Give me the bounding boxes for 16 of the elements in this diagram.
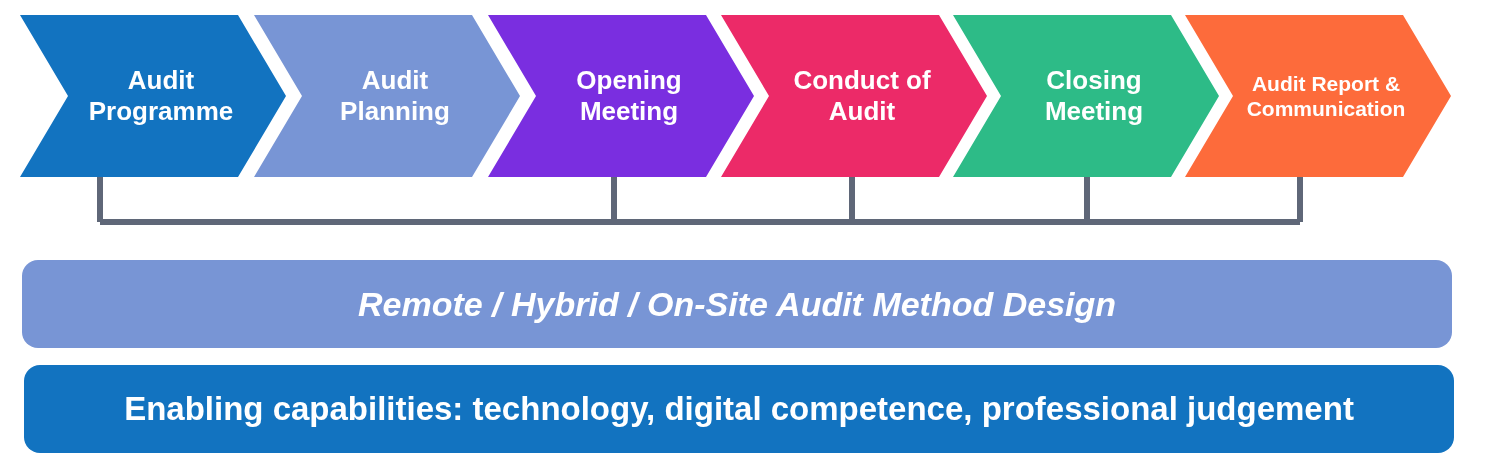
step-label: Conduct of Audit — [792, 64, 932, 128]
chevron-step — [1185, 15, 1451, 177]
step-label: Opening Meeting — [575, 64, 683, 128]
chevron-step — [254, 15, 520, 177]
chevron-step — [721, 15, 987, 177]
chevron-step — [488, 15, 754, 177]
chevron-step — [953, 15, 1219, 177]
chevron-step — [20, 15, 286, 177]
capabilities-band — [24, 365, 1454, 453]
step-label: Audit Planning — [339, 64, 451, 128]
band-text: Enabling capabilities: technology, digital competence, professional judgement — [124, 390, 1354, 428]
step-label: Audit Programme — [87, 64, 235, 128]
method-band — [22, 260, 1452, 348]
step-label: Audit Report & Communication — [1245, 70, 1407, 122]
band-text: Remote / Hybrid / On-Site Audit Method Design — [357, 284, 1117, 324]
step-label: Closing Meeting — [1043, 64, 1145, 128]
